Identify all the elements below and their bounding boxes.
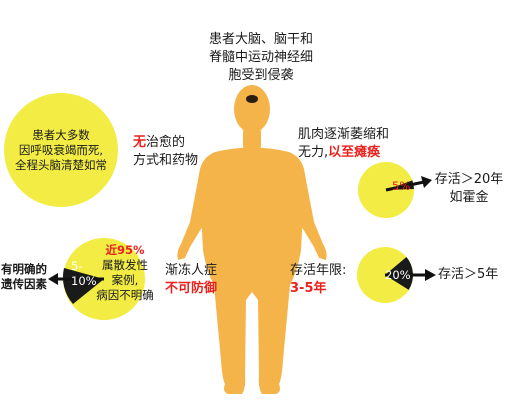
mortality-circle-text: 患者大多数 因呼吸衰竭而死, 全程头脑清楚如常 xyxy=(8,128,114,173)
survival-5y-pie-label: 20% xyxy=(385,268,411,282)
genetic-slice xyxy=(62,268,104,304)
muscle-line2-prefix: 无力, xyxy=(298,145,329,160)
survival-20y-pie-label: 5% xyxy=(392,179,411,193)
survival-5y-pie-slice xyxy=(385,257,414,290)
survival-years-line1: 存活年限: xyxy=(290,263,347,278)
top-caption-line2: 脊髓中运动神经细 xyxy=(208,50,313,65)
no-cure-text: 无治愈的 方式和药物 xyxy=(133,134,198,170)
arrow-line-20y xyxy=(385,180,425,192)
arrow-head-genetic xyxy=(48,273,58,285)
mortality-line2: 因呼吸衰竭而死, xyxy=(18,143,104,157)
top-caption-line3: 胞受到侵袭 xyxy=(228,68,294,83)
left-arm xyxy=(177,156,216,260)
sporadic-line4: 病因不明确 xyxy=(96,288,154,302)
genetic-factor-text: 有明确的 遗传因素 xyxy=(1,262,47,292)
genetic-factor-line2: 遗传因素 xyxy=(1,277,47,291)
top-caption-line1: 患者大脑、脑干和 xyxy=(208,32,313,47)
genetic-factor-line1: 有明确的 xyxy=(1,262,47,276)
paralysis-red: 以至瘫痪 xyxy=(328,145,381,160)
arrow-head-5y xyxy=(425,269,436,281)
unpreventable-red: 不可防御 xyxy=(165,281,218,296)
survival-years-text: 存活年限: 3-5年 xyxy=(290,262,346,298)
sporadic-red: 近95% xyxy=(105,243,145,257)
no-cure-rest: 治愈的 xyxy=(146,135,186,150)
mortality-circle xyxy=(4,93,118,207)
top-caption: 患者大脑、脑干和 脊髓中运动神经细 胞受到侵袭 xyxy=(196,31,326,85)
brain-lesion-spot xyxy=(246,95,258,103)
muscle-line1: 肌肉逐渐萎缩和 xyxy=(298,127,390,142)
head xyxy=(234,85,270,133)
survival-20y-line1: 存活＞20年 xyxy=(434,172,504,187)
no-cure-line1: 无治愈的 xyxy=(133,134,198,152)
genetic-pie-label2: 10% xyxy=(71,274,97,288)
right-arm xyxy=(288,156,327,260)
survival-20y-text: 存活＞20年 如霍金 xyxy=(428,171,510,207)
muscle-atrophy-text: 肌肉逐渐萎缩和 无力,以至瘫痪 xyxy=(298,126,389,162)
genetic-pie-label: 5- 10% xyxy=(71,259,97,289)
arrow-head-20y xyxy=(421,176,432,188)
mortality-line3: 全程头脑清楚如常 xyxy=(15,158,107,172)
survival-20y-line2: 如霍金 xyxy=(449,190,489,205)
als-line1: 渐冻人症 xyxy=(165,263,218,278)
muscle-line2: 无力,以至瘫痪 xyxy=(298,144,389,162)
sporadic-line3: 案例, xyxy=(111,273,139,287)
no-cure-line2: 方式和药物 xyxy=(133,153,199,168)
survival-years-red: 3-5年 xyxy=(290,281,327,296)
sporadic-text: 近95% 属散发性 案例, 病因不明确 xyxy=(93,243,157,303)
als-unpreventable-text: 渐冻人症 不可防御 xyxy=(165,262,217,298)
no-cure-red: 无 xyxy=(133,135,147,150)
neck xyxy=(243,128,261,150)
genetic-pie-label1: 5- xyxy=(71,259,83,273)
sporadic-line2: 属散发性 xyxy=(102,258,148,272)
torso-and-legs xyxy=(199,147,305,394)
mortality-line1: 患者大多数 xyxy=(32,128,90,142)
human-body-silhouette xyxy=(177,85,327,394)
survival-5y-text: 存活＞5年 xyxy=(438,267,499,282)
